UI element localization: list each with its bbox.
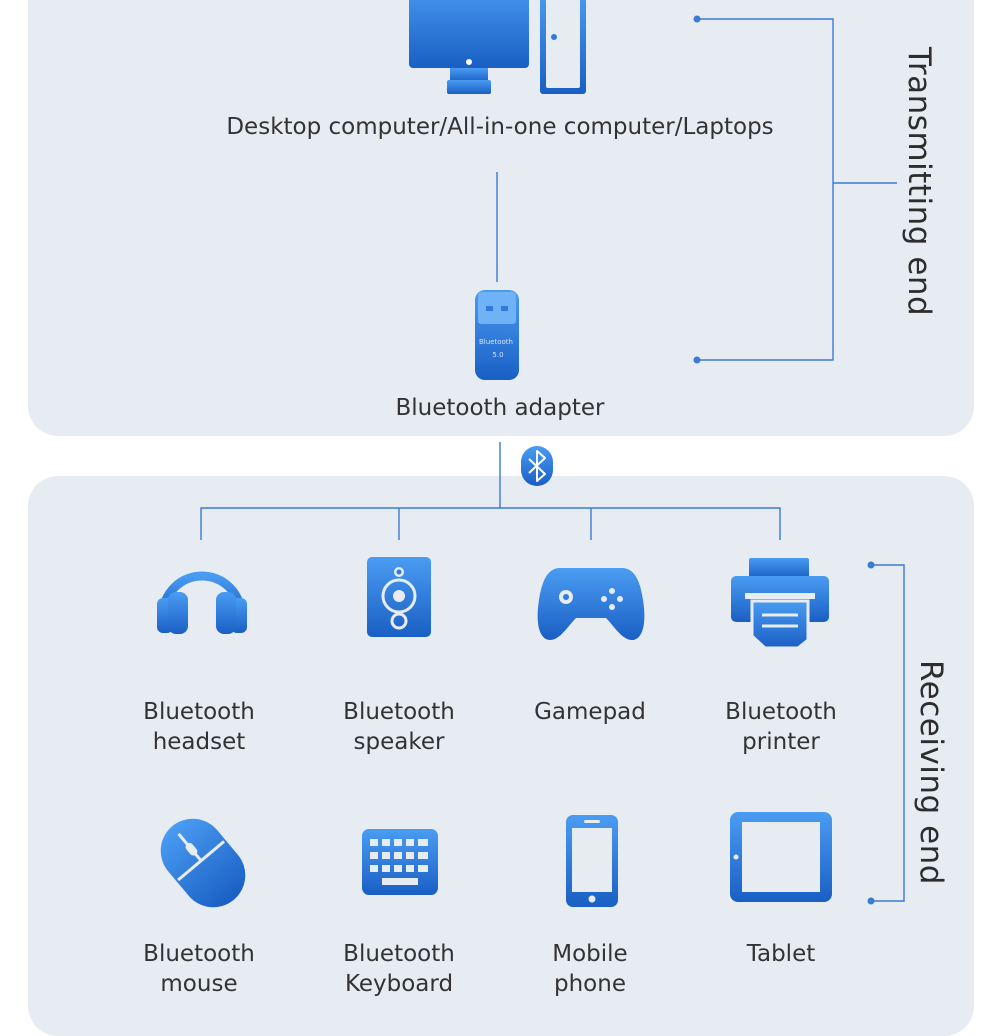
gamepad-icon (537, 568, 645, 640)
bluetooth-icon (521, 446, 553, 486)
adapter-brand-text: Bluetooth (479, 338, 513, 346)
tablet-label: Tablet (746, 941, 816, 967)
keyboard-icon (362, 829, 438, 895)
headset-icon (157, 571, 247, 634)
desktop-computer-icon (409, 0, 586, 94)
adapter-version-text: 5.0 (492, 351, 503, 359)
connector-lines: Bluetooth 5.0 (157, 0, 905, 908)
receiving-bracket (871, 564, 905, 902)
bracket-dot (867, 561, 875, 569)
device-bus-line (200, 507, 781, 540)
bluetooth-adapter-icon: Bluetooth 5.0 (475, 290, 519, 380)
printer-icon (731, 558, 829, 650)
speaker-icon (367, 557, 431, 637)
computer-label: Desktop computer/All-in-one computer/Lap… (226, 114, 774, 140)
receiving-end-label: Receiving end (913, 660, 949, 885)
mouse-icon (160, 818, 246, 908)
transmitting-bracket (697, 18, 834, 361)
phone-icon (566, 815, 618, 907)
bracket-dot (867, 897, 875, 905)
receiving-panel (28, 476, 974, 1036)
bracket-dot (693, 15, 701, 23)
tablet-icon (730, 812, 832, 902)
adapter-label: Bluetooth adapter (395, 395, 605, 421)
bracket-dot (693, 356, 701, 364)
transmitting-end-label: Transmitting end (901, 47, 937, 317)
gamepad-label: Gamepad (534, 699, 646, 725)
